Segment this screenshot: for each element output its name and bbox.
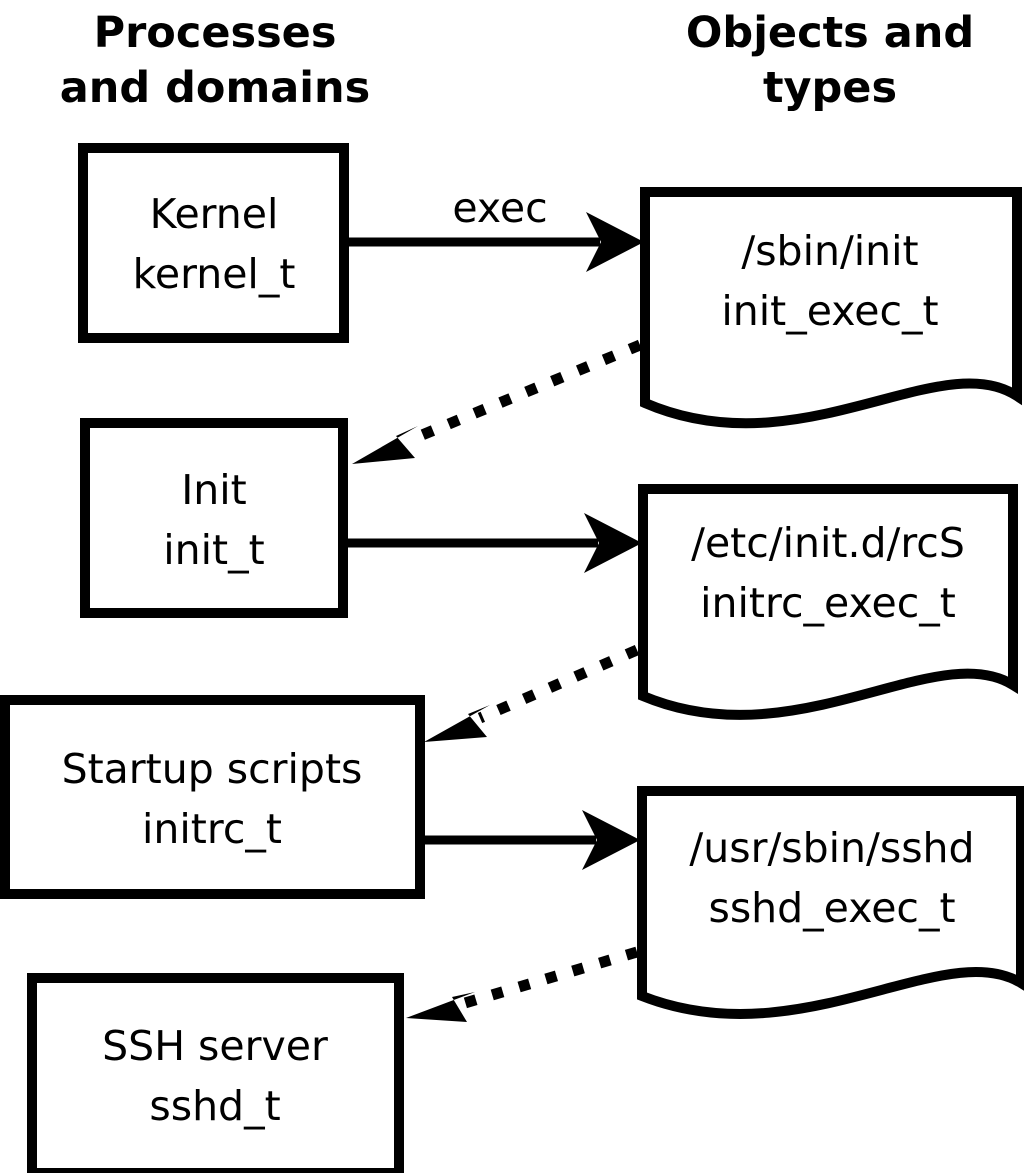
process-node-ssh-server-line1: SSH server [102,1022,328,1070]
column-header-objects-line2: types [763,63,897,113]
object-node-usr-sbin-sshd-line1: /usr/sbin/sshd [689,824,974,872]
edge-sbin-init-transitions-init [352,339,643,464]
process-node-init-line2: init_t [163,526,264,574]
object-node-usr-sbin-sshd[interactable]: /usr/sbin/sshd sshd_exec_t [637,786,1024,1019]
process-node-startup-scripts-line1: Startup scripts [62,745,363,793]
process-node-ssh-server-line2: sshd_t [149,1082,280,1130]
process-node-startup-scripts-box[interactable] [0,695,425,899]
edge-line-sshd-transition [463,946,639,1009]
column-header-objects: Objects and types [686,8,974,113]
object-node-etc-initd-rcs-document-shape[interactable] [638,484,1018,720]
object-node-usr-sbin-sshd-line2: sshd_exec_t [708,884,955,932]
process-node-kernel[interactable]: Kernel kernel_t [78,143,349,343]
column-header-processes: Processes and domains [60,8,370,113]
object-node-sbin-init-line1: /sbin/init [741,227,918,275]
arrow-head-initrc-transition [424,705,490,742]
edge-initrc-execs-sshd [424,810,640,870]
object-node-usr-sbin-sshd-document-shape[interactable] [637,786,1024,1019]
arrow-head-sshd-transition [406,992,475,1022]
process-node-kernel-line2: kernel_t [133,250,296,298]
process-node-startup-scripts[interactable]: Startup scripts initrc_t [0,695,425,899]
process-node-ssh-server[interactable]: SSH server sshd_t [27,973,404,1173]
process-node-init-line1: Init [181,466,247,514]
edge-init-execs-rcs [347,513,642,573]
column-header-objects-line1: Objects and [686,8,974,58]
process-node-init-box[interactable] [80,418,348,618]
process-node-ssh-server-box[interactable] [27,973,404,1173]
object-node-etc-initd-rcs[interactable]: /etc/init.d/rcS initrc_exec_t [638,484,1018,720]
column-header-processes-line1: Processes [94,8,337,58]
edge-rcs-transitions-initrc [424,644,640,742]
edge-label-exec: exec [452,184,547,232]
arrow-head-init-transition [352,426,418,464]
edge-line-init-transition [407,339,643,446]
column-header-processes-line2: and domains [60,63,370,113]
edge-sshd-exec-transitions-sshd [406,946,639,1022]
process-node-startup-scripts-line2: initrc_t [142,805,282,853]
object-node-etc-initd-rcs-line1: /etc/init.d/rcS [691,519,965,567]
arrow-head-kernel-exec [586,212,644,272]
object-node-sbin-init[interactable]: /sbin/init init_exec_t [640,187,1022,429]
object-node-sbin-init-line2: init_exec_t [721,287,938,335]
edge-kernel-execs-sbin-init: exec [348,184,644,272]
arrow-head-init-exec [584,513,642,573]
process-node-init[interactable]: Init init_t [80,418,348,618]
object-node-sbin-init-document-shape[interactable] [640,187,1022,429]
process-node-kernel-box[interactable] [78,143,349,343]
arrow-head-initrc-exec [582,810,640,870]
edge-line-initrc-transition [477,644,640,724]
object-node-etc-initd-rcs-line2: initrc_exec_t [700,579,956,627]
process-node-kernel-line1: Kernel [150,190,279,238]
